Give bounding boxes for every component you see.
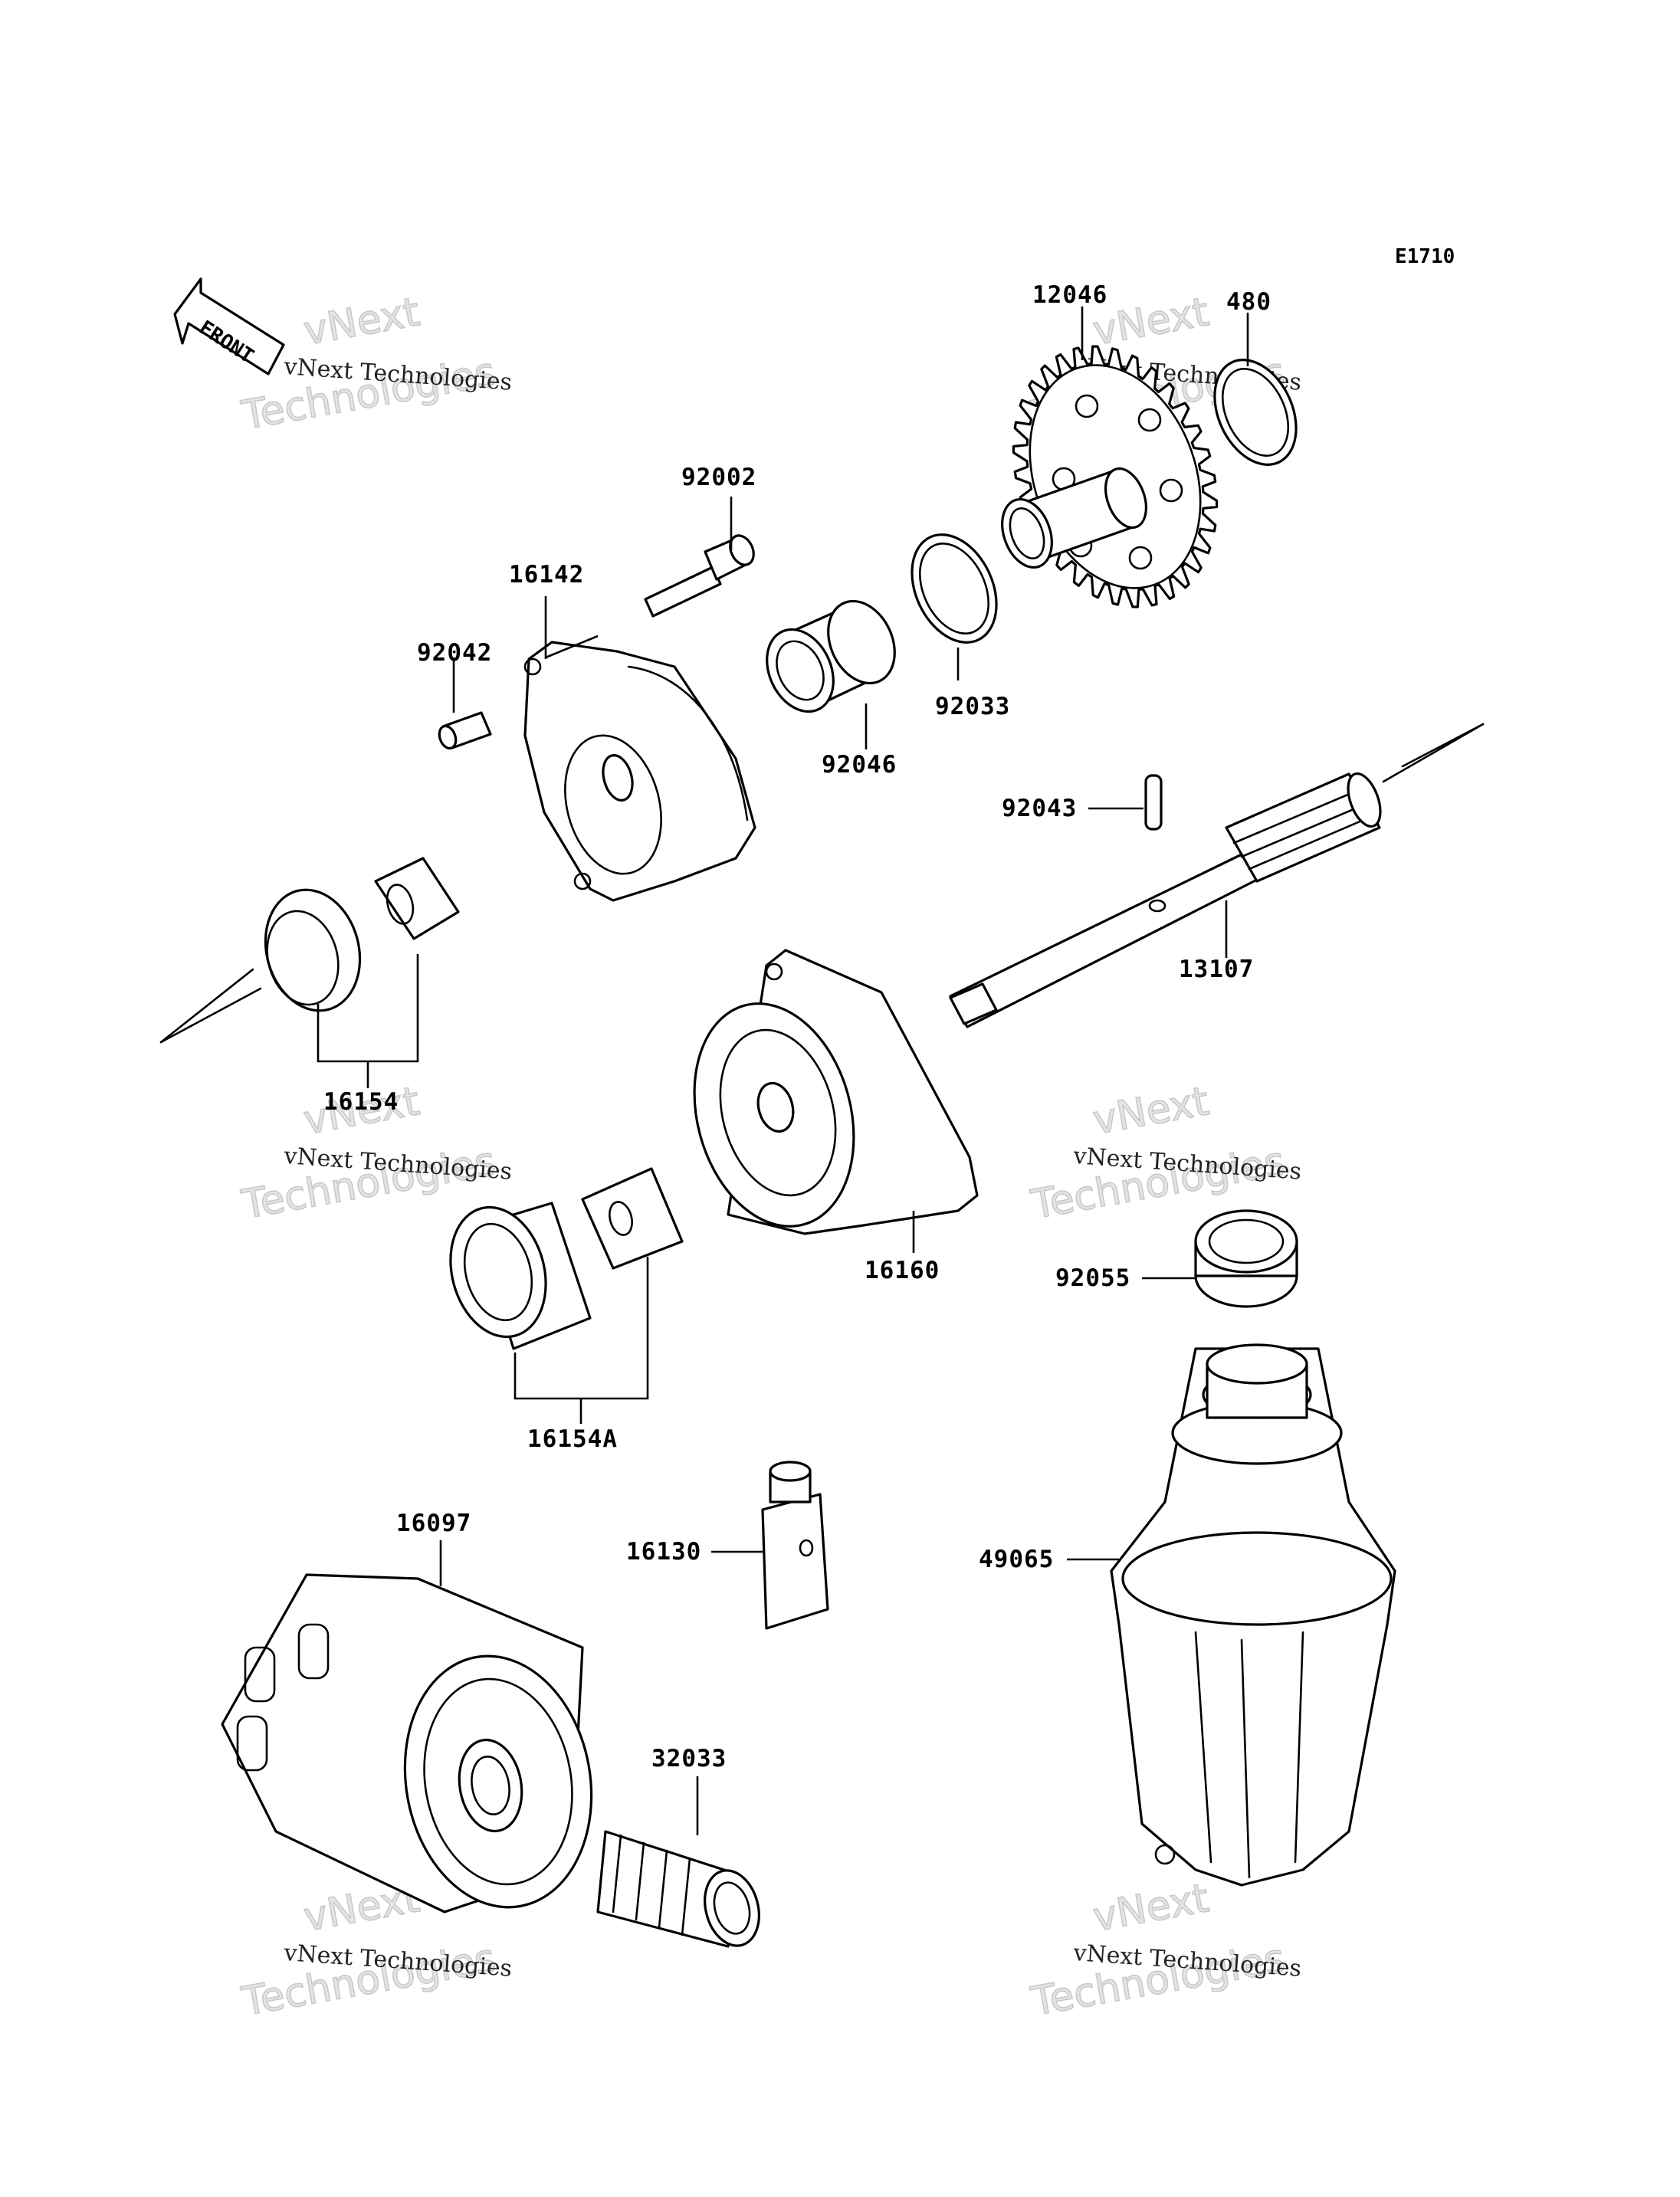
label-16154: 16154 — [323, 1088, 399, 1116]
label-49065: 49065 — [979, 1546, 1054, 1573]
svg-text:vNext: vNext — [1090, 1078, 1212, 1143]
label-92043: 92043 — [1002, 795, 1077, 822]
svg-text:vNext: vNext — [300, 289, 423, 354]
front-arrow-icon: FRONT — [173, 277, 285, 375]
watermark-top-left: vNext Technologies vNext Technologies — [238, 289, 513, 440]
pump-body-16160 — [693, 949, 979, 1235]
label-92055: 92055 — [1055, 1264, 1130, 1292]
rotor-set-16154A — [449, 1167, 684, 1350]
pump-cover-16142 — [523, 641, 756, 902]
label-13107: 13107 — [1179, 956, 1254, 983]
label-12046: 12046 — [1032, 281, 1107, 309]
dowel-pin-92042 — [438, 711, 492, 750]
strainer-49065 — [1110, 1343, 1396, 1887]
label-32033: 32033 — [651, 1745, 727, 1772]
nipple-32033 — [596, 1830, 760, 1948]
leader-lines — [317, 307, 1249, 1835]
label-16160: 16160 — [865, 1257, 940, 1284]
label-16130: 16130 — [626, 1538, 701, 1566]
watermark-bottom-right: vNext Technologies vNext Technologies — [1027, 1875, 1302, 2026]
rotor-set-16154 — [159, 857, 460, 1044]
diagram-code: E1710 — [1395, 245, 1455, 268]
svg-text:vNext: vNext — [1090, 289, 1212, 354]
bushing-92046 — [766, 599, 896, 713]
label-16154A: 16154A — [527, 1425, 618, 1453]
label-92002: 92002 — [681, 464, 756, 491]
label-92046: 92046 — [822, 751, 897, 779]
bolt-92002 — [644, 534, 755, 618]
oil-seal-92055 — [1194, 1209, 1298, 1308]
label-92033: 92033 — [935, 693, 1010, 720]
circlip-480 — [1213, 359, 1298, 466]
part-labels: 12046 480 92002 16142 92042 92046 92033 … — [323, 281, 1271, 1772]
pin-92043 — [1144, 774, 1163, 831]
oil-filter-16097 — [221, 1573, 593, 1913]
snap-ring-92033 — [911, 533, 998, 644]
shaft-13107 — [949, 723, 1485, 1028]
label-480: 480 — [1226, 288, 1271, 316]
fitting-16130 — [761, 1461, 829, 1630]
label-16142: 16142 — [509, 561, 584, 589]
gear-12046 — [1001, 345, 1219, 608]
label-16097: 16097 — [396, 1510, 471, 1537]
watermark-mid-right: vNext Technologies vNext Technologies — [1027, 1078, 1302, 1229]
label-92042: 92042 — [417, 639, 492, 667]
svg-text:vNext: vNext — [1090, 1875, 1212, 1940]
